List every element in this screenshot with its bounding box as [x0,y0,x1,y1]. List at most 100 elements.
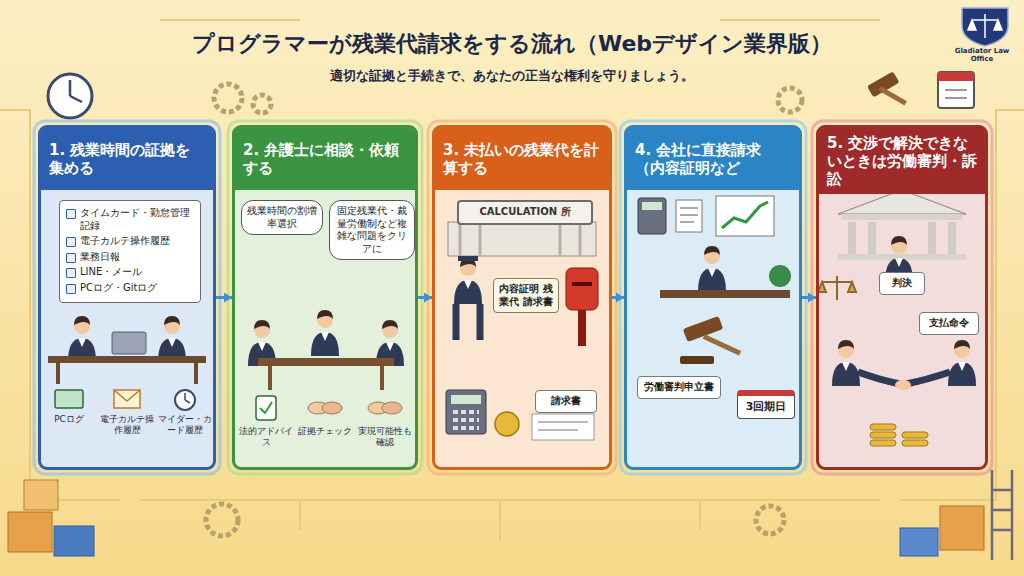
diagram-title: プログラマーが残業代請求をする流れ（Webデザイン業界版） [0,30,1024,59]
step4-scene [722,202,768,228]
check-box [66,268,76,278]
step2-scene [256,396,276,420]
step4-scene [660,290,790,298]
checklist-item: タイムカード・勤怠管理記録 [80,207,194,232]
bottom-blocks [24,480,58,510]
box-text: CALCULATION 所 [464,206,586,219]
step3-scene [446,222,598,440]
gear-decor [206,504,238,536]
step4-scene [680,208,698,222]
step-heading: 1. 残業時間の証拠を集める [41,128,213,190]
step5-scene [948,340,976,386]
step3-scene [460,222,580,256]
circuit-lines [140,499,880,501]
check-box [66,253,76,263]
step4-scene [698,246,726,292]
step-panel: 4. 会社に直接請求（内容証明など労働審判申立書 3回期日 [624,125,802,470]
step5-scene [870,424,896,430]
step5-scene [842,214,962,220]
box-text: 3回期日 [743,400,789,414]
logo-text: Gladiator Law Office [944,47,1020,64]
checklist-item: PCログ・Gitログ [80,282,194,295]
step4-scene [642,202,662,210]
logo-shield [968,14,1002,38]
gavel-decor [879,86,907,105]
checklist-item: LINE・メール [80,266,194,279]
clock-decor [48,74,92,118]
clock-decor [48,74,92,118]
petition-paper: 労働審判申立書 [637,376,721,399]
panel-grounds [34,121,220,474]
checklist-item: 業務日報 [80,251,194,264]
step2-scene [260,402,272,413]
bottom-blocks [8,470,1012,560]
step4-scene [676,200,702,232]
step4-scene [769,265,791,287]
bottom-blocks [8,512,52,552]
icon-label: 電子カルテ操作履歴 [96,414,158,436]
bottom-blocks [940,506,984,550]
step1-scene [158,316,186,362]
clock-decor [70,80,82,102]
invoice-paper: 請求書 [535,390,597,413]
checklist-row: タイムカード・勤怠管理記録 [66,207,194,232]
step5-scene [832,340,860,386]
step2-scene [322,402,342,414]
gear-decor [253,95,271,113]
step1-scene [58,363,196,384]
office-sign: CALCULATION 所 [457,200,593,225]
panel-grounds [620,121,806,474]
step3-scene [446,390,486,434]
panel-grounds [228,121,422,474]
step-heading: 4. 会社に直接請求（内容証明など [627,128,799,190]
gavel-decor [867,71,907,105]
gear-decor [756,506,784,534]
step3-scene [453,412,479,428]
step-heading: 3. 未払いの残業代を計算する [435,128,609,190]
step-panel: 3. 未払いの残業代を計算する CALCULATION 所内容証明 残業代 請求書… [432,125,612,470]
panel-grounds [624,125,802,470]
calendar-sheet: 3回期日 [737,390,795,419]
flow-arrow [418,296,432,299]
circuit-lines [300,500,700,540]
step3-scene [454,258,482,304]
step3-scene [566,268,598,310]
step-heading: 2. 弁護士に相談・依頼する [235,128,415,190]
step2-scene [382,402,402,414]
step4-scene [638,198,666,234]
gear-decor [778,88,802,112]
step3-scene [572,282,592,286]
step-panel: 5. 交渉で解決できないときは労働審判・訴訟判決支払命令 [816,125,988,470]
step2-scene [270,366,382,390]
icon-label: PCログ [42,414,96,425]
step1-scene [48,356,206,363]
step2-scene [248,310,404,420]
step3-scene [451,395,481,404]
calendar-decor [938,72,974,108]
step3-scene [538,422,588,430]
panel-grounds [428,121,616,474]
check-box [66,284,76,294]
step3-scene [458,256,478,261]
certified-letter: 内容証明 残業代 請求書 [493,278,559,313]
flow-arrow [802,296,816,299]
step1-scene [114,390,140,401]
panel-grounds [816,125,988,470]
speech-bubble: 残業時間の割増率選択 [241,200,323,235]
icon-label: 法的アドバイス [236,426,296,448]
step4-scene [638,196,791,364]
gear-decor [214,84,242,112]
box-text: 残業時間の割増率選択 [247,205,317,230]
logo-shield [962,8,1008,46]
step1-scene [175,390,195,410]
step2-scene [311,310,339,356]
check-box [66,237,76,247]
panel-grounds [34,121,992,474]
panel-grounds [38,125,216,470]
icon-label: マイダー・カード履歴 [156,414,213,436]
step5-scene [902,432,928,438]
step1-scene [48,316,206,410]
calendar-decor [938,72,974,81]
step1-scene [112,332,146,354]
